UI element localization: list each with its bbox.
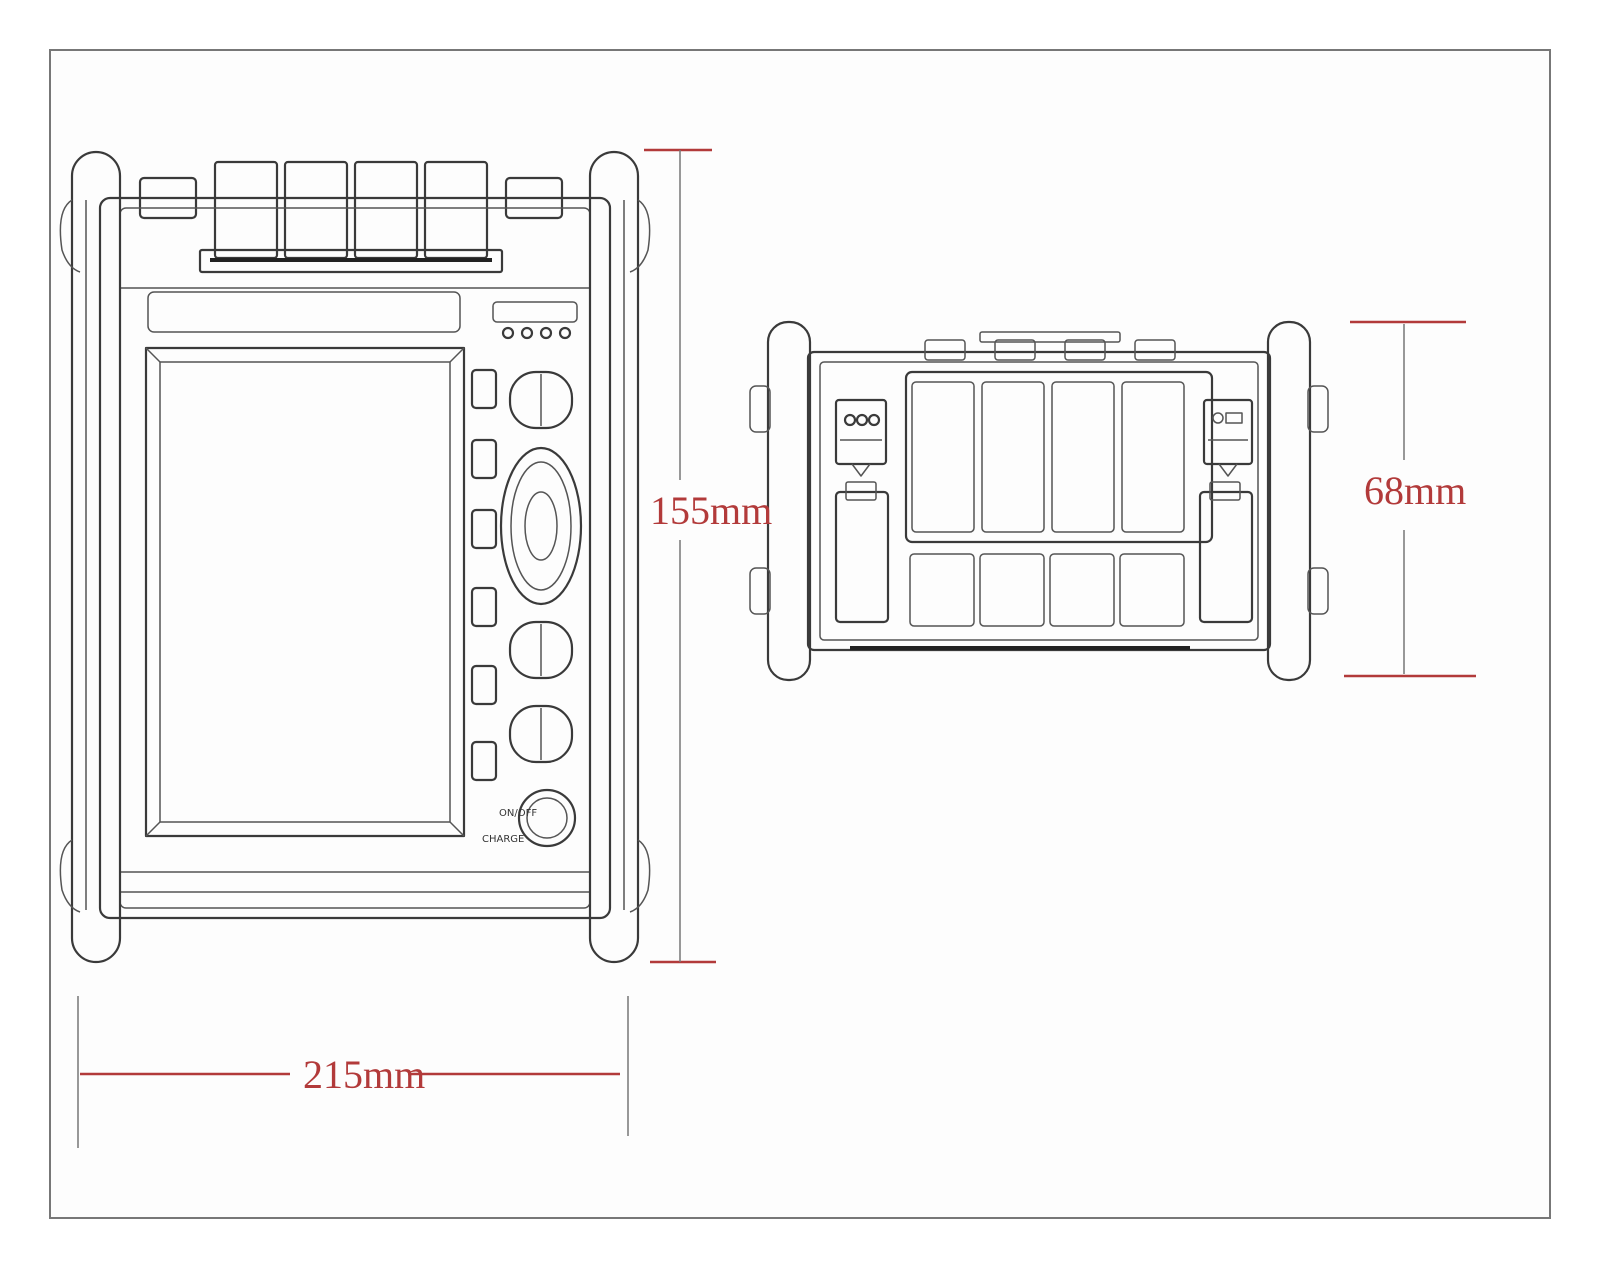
function-keys bbox=[508, 370, 574, 764]
depth-label: 68mm bbox=[1364, 468, 1466, 513]
figure-frame bbox=[49, 49, 1551, 1219]
top-nubs bbox=[924, 331, 1176, 361]
width-label: 215mm bbox=[303, 1052, 425, 1097]
soft-keys bbox=[470, 368, 498, 782]
right-bumper bbox=[588, 150, 651, 964]
navigation-pad bbox=[499, 446, 583, 606]
left-bumper bbox=[59, 150, 122, 964]
width-dimension: 215mm bbox=[77, 996, 629, 1148]
front-body bbox=[98, 196, 612, 920]
front-view: ON/OFF CHARGE bbox=[59, 150, 651, 964]
label-strip bbox=[147, 291, 461, 333]
key-on-label: ON/OFF bbox=[499, 808, 537, 819]
lower-compartments bbox=[909, 553, 1185, 627]
status-leds bbox=[501, 326, 572, 340]
top-connectors bbox=[138, 160, 564, 274]
screen bbox=[144, 346, 466, 838]
left-port-panel bbox=[834, 398, 890, 624]
right-port-panel bbox=[1198, 398, 1254, 624]
height-dimension: 155mm bbox=[644, 148, 772, 964]
power-key: ON/OFF CHARGE bbox=[482, 788, 577, 848]
height-label: 155mm bbox=[650, 488, 772, 533]
connector-modules bbox=[904, 370, 1214, 544]
key-charge-label: CHARGE bbox=[482, 834, 524, 845]
depth-dimension: 68mm bbox=[1344, 320, 1476, 678]
top-view bbox=[749, 320, 1329, 682]
